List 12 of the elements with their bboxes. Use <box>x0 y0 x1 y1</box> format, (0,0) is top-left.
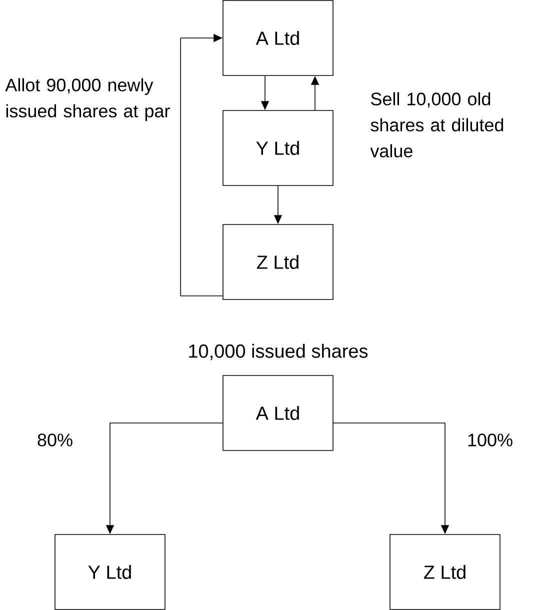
company-box: A Ltd <box>222 375 334 451</box>
company-box: Z Ltd <box>390 534 500 610</box>
company-box: A Ltd <box>222 0 334 76</box>
arrow <box>180 34 223 296</box>
company-box: Y Ltd <box>222 110 334 186</box>
note-text: Allot 90,000 newly issued shares at par <box>5 78 170 121</box>
note-text: Sell 10,000 old shares at diluted value <box>370 92 504 158</box>
edge-label: 80% <box>36 432 74 448</box>
company-box: Z Ltd <box>222 224 334 300</box>
company-box: Y Ltd <box>54 534 166 610</box>
edge-label: 100% <box>466 432 514 448</box>
caption-text: 10,000 issued shares <box>189 344 368 360</box>
